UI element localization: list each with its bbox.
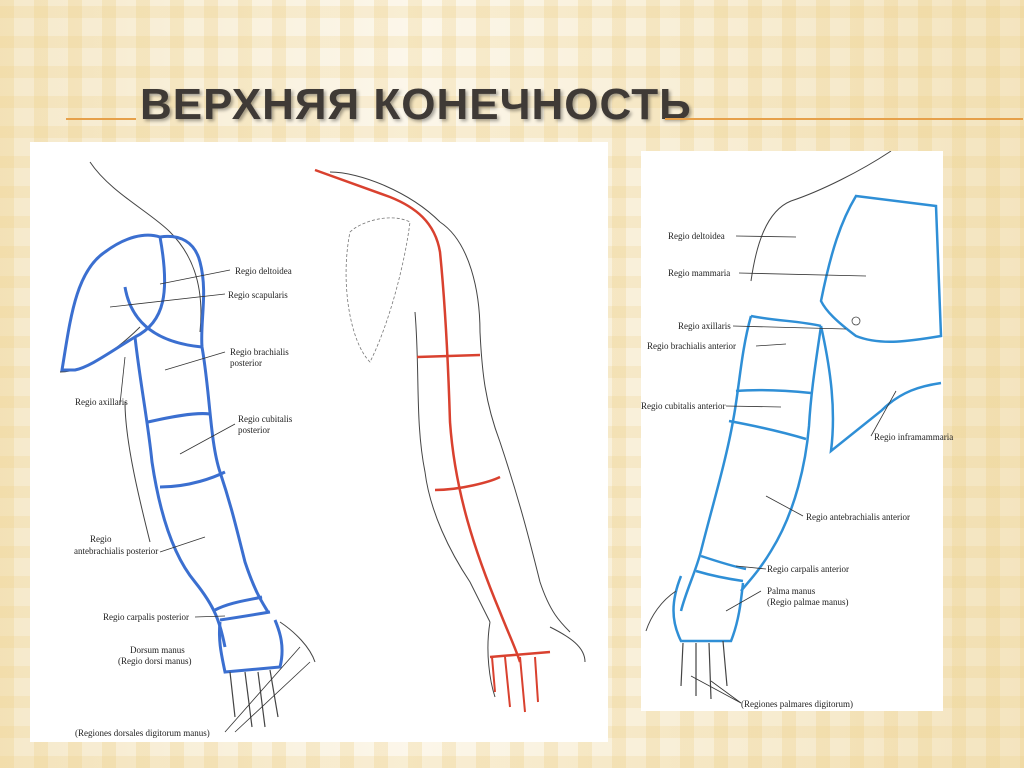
posterior-arm-drawing [59,161,586,733]
label-dorsum-manus-line2: (Regio dorsi manus) [118,656,192,666]
label-regio-cubitalis-posterior-line2: posterior [238,425,270,435]
label-regio-axillaris-anterior: Regio axillaris [678,321,731,331]
slide-title: ВЕРХНЯЯ КОНЕЧНОСТЬ [140,80,692,129]
label-regio-antebrachialis-posterior-line1: Regio [90,534,112,544]
label-regio-antebrachialis-posterior-line2: antebrachialis posterior [74,546,159,556]
label-regio-antebrachialis-anterior: Regio antebrachialis anterior [806,512,910,522]
label-regio-deltoidea-anterior: Regio deltoidea [668,231,725,241]
label-regio-brachialis-posterior-line1: Regio brachialis [230,347,289,357]
title-rule-left [66,118,136,120]
posterior-arm-illustration: Regio deltoidea Regio scapularis Regio b… [30,142,608,742]
label-regio-cubitalis-anterior: Regio cubitalis anterior [641,401,726,411]
label-regiones-dorsales-digitorum: (Regiones dorsales digitorum manus) [75,728,210,738]
label-regio-carpalis-posterior: Regio carpalis posterior [103,612,189,622]
label-palma-manus-line2: (Regio palmae manus) [767,597,849,607]
label-regio-inframammaria: Regio inframammaria [874,432,954,442]
label-regio-brachialis-posterior-line2: posterior [230,358,262,368]
label-regio-cubitalis-posterior-line1: Regio cubitalis [238,414,293,424]
anterior-arm-drawing [645,151,943,704]
label-regio-scapularis: Regio scapularis [228,290,288,300]
label-regio-axillaris-posterior: Regio axillaris [75,397,128,407]
anterior-arm-illustration: Regio deltoidea Regio mammaria Regio axi… [641,151,953,711]
label-regio-carpalis-anterior: Regio carpalis anterior [767,564,849,574]
label-regiones-palmares-digitorum: (Regiones palmares digitorum) [741,699,853,709]
label-dorsum-manus-line1: Dorsum manus [130,645,185,655]
label-palma-manus-line1: Palma manus [767,586,816,596]
label-regio-mammaria: Regio mammaria [668,268,731,278]
label-regio-deltoidea-posterior: Regio deltoidea [235,266,292,276]
label-regio-brachialis-anterior: Regio brachialis anterior [647,341,736,351]
title-rule-right [665,118,1023,120]
